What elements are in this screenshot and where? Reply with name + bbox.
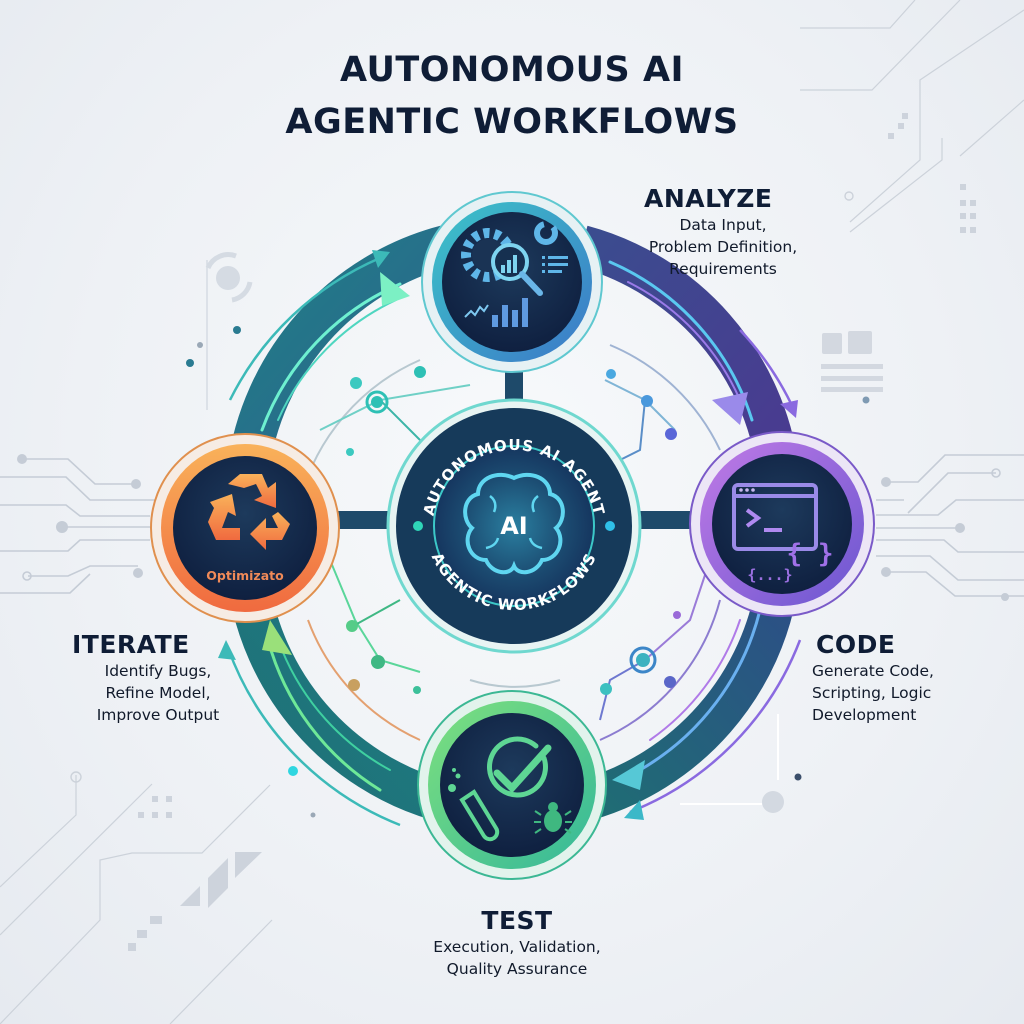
stage-desc-analyze-1: Data Input, xyxy=(679,216,767,234)
outer-flow-arcs xyxy=(226,256,802,827)
test-tube-icon xyxy=(448,768,500,842)
circle-gauge-decor xyxy=(205,252,253,410)
stage-title-analyze: ANALYZE xyxy=(644,184,773,213)
analyze-node[interactable] xyxy=(421,191,603,373)
code-node[interactable]: { } {...} xyxy=(689,431,875,617)
stage-desc-iterate-2: Refine Model, xyxy=(105,684,211,702)
loop-arrows xyxy=(262,272,748,790)
document-decor-icon xyxy=(821,331,883,392)
center-hub xyxy=(330,360,700,740)
circuit-nodes-right xyxy=(881,477,1009,601)
circuit-decor-left xyxy=(0,458,160,594)
square-dots-decor xyxy=(128,113,976,951)
test-node[interactable] xyxy=(417,690,607,880)
stage-desc-iterate-3: Improve Output xyxy=(96,706,220,724)
title-line-2: AGENTIC WORKFLOWS xyxy=(285,102,739,142)
line-trend-icon xyxy=(464,304,489,318)
list-icon xyxy=(542,256,568,273)
stage-desc-iterate-1: Identify Bugs, xyxy=(104,662,212,680)
checkmark-circle-icon xyxy=(487,736,552,798)
inner-circuit-nodes xyxy=(346,366,681,695)
stage-desc-test-1: Execution, Validation, xyxy=(433,938,601,956)
stage-desc-test-2: Quality Assurance xyxy=(446,960,588,978)
stage-label-code: CODE Generate Code, Scripting, Logic Dev… xyxy=(812,630,1012,726)
stage-label-analyze: ANALYZE Data Input, Problem Definition, … xyxy=(618,184,828,280)
stage-desc-code-1: Generate Code, xyxy=(812,662,934,680)
curly-braces-icon: { } xyxy=(787,539,834,569)
stage-desc-code-3: Development xyxy=(812,706,917,724)
curly-ellipsis-icon: {...} xyxy=(747,566,792,584)
bar-chart-icon xyxy=(492,298,528,327)
bug-icon xyxy=(534,802,572,834)
stage-label-test: TEST Execution, Validation, Quality Assu… xyxy=(392,906,642,980)
terminal-window-icon xyxy=(732,483,818,551)
circuit-decor-right xyxy=(876,454,1024,597)
circuit-nodes-left xyxy=(17,454,143,578)
core-ai-label: AI xyxy=(500,512,528,540)
recycle-icon xyxy=(208,474,290,550)
stage-desc-code-2: Scripting, Logic xyxy=(812,684,932,702)
stage-desc-analyze-3: Requirements xyxy=(669,260,777,278)
iterate-icon-caption: Optimizato xyxy=(206,568,284,583)
stage-label-iterate: ITERATE Identify Bugs, Refine Model, Imp… xyxy=(58,630,258,726)
donut-chart-icon xyxy=(534,221,558,245)
stage-title-iterate: ITERATE xyxy=(72,630,190,659)
iterate-node[interactable]: Optimizato xyxy=(150,433,340,623)
page-title: AUTONOMOUS AI AGENTIC WORKFLOWS xyxy=(0,44,1024,148)
stage-title-test: TEST xyxy=(481,906,553,935)
stage-title-code: CODE xyxy=(816,630,896,659)
brain-icon xyxy=(463,472,565,575)
stage-desc-analyze-2: Problem Definition, xyxy=(648,238,798,256)
magnifier-chart-icon xyxy=(491,243,543,296)
title-line-1: AUTONOMOUS AI xyxy=(339,50,685,90)
